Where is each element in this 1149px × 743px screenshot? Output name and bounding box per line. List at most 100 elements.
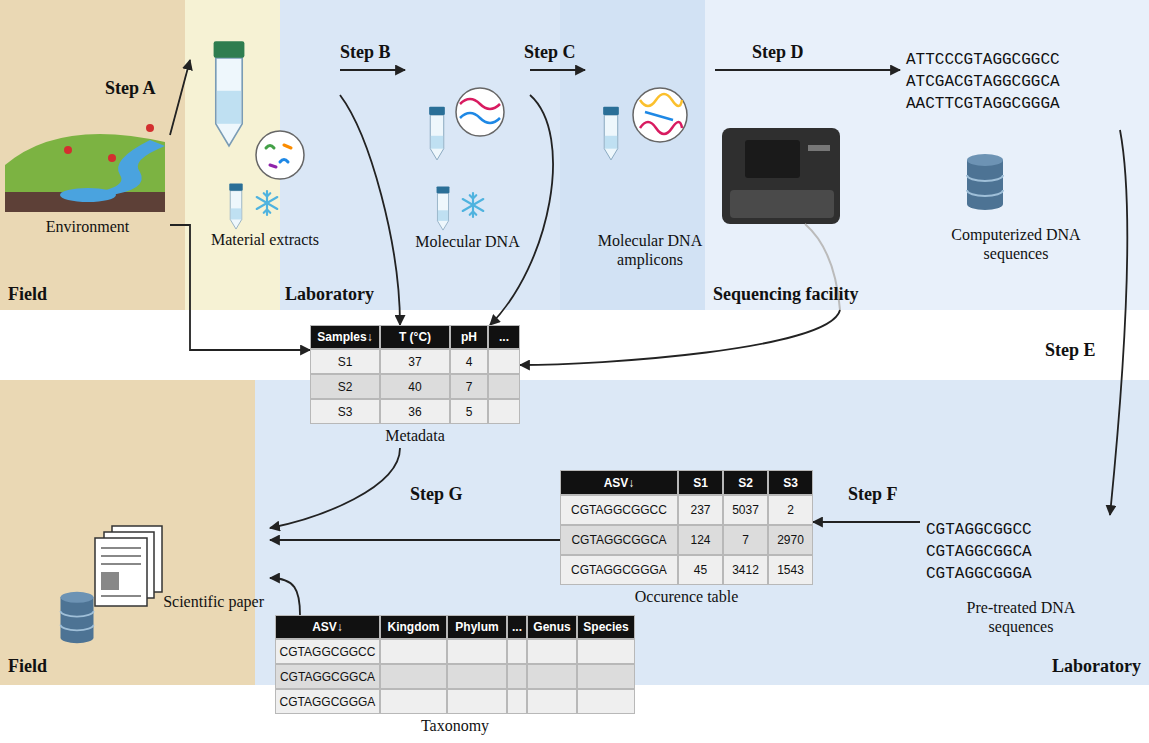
table-header-cell: Kingdom [380, 615, 447, 639]
item-caption: Molecular DNA [415, 232, 519, 251]
cell-value: 7 [466, 380, 473, 394]
flow-arrow [270, 578, 300, 615]
metadata-table: Samples↓T (°C)pH...S1374S2407S3365Metada… [310, 325, 520, 448]
cell-value: 2970 [777, 533, 804, 547]
table-header-cell: ... [507, 615, 527, 639]
dna-sequence: ATCGACGTAGGCGGCA [906, 71, 1060, 93]
flow-arrow [715, 69, 900, 71]
step-label: Step B [340, 42, 391, 63]
cell-value: 1543 [777, 563, 804, 577]
table-cell: CGTAGGCGGGA [275, 689, 380, 714]
table-cell [507, 664, 527, 689]
flow-arrow [530, 69, 585, 71]
table-cell: S3 [310, 399, 380, 424]
item-caption: Pre-treated DNA sequences [941, 598, 1101, 636]
cell-value: 40 [408, 380, 421, 394]
cell-value: 36 [408, 405, 421, 419]
table-cell [488, 374, 520, 399]
table-cell: 40 [380, 374, 450, 399]
dna-sequence: CGTAGGCGGCC [926, 519, 1032, 541]
environment-item: Environment [5, 110, 170, 240]
dna-sequence: CGTAGGCGGGA [926, 563, 1032, 585]
column-heading: Samples↓ [317, 330, 372, 344]
column-heading: ... [499, 330, 509, 344]
region-label: Field [8, 284, 47, 305]
occurrence-table: ASV↓S1S2S3CGTAGGCGGCC23750372CGTAGGCGGCA… [560, 470, 813, 609]
cell-value: CGTAGGCGGCA [280, 670, 375, 684]
table-caption: Metadata [310, 426, 520, 445]
flow-arrow [1110, 130, 1127, 515]
cell-value: 124 [690, 533, 710, 547]
table-header-cell: S3 [768, 470, 813, 495]
column-heading: S3 [783, 476, 798, 490]
dna-sequence: AACTTCGTAGGCGGGA [906, 93, 1060, 115]
table-cell: 3412 [723, 555, 768, 585]
step-label: Step A [105, 78, 156, 99]
table-cell [577, 689, 635, 714]
dna-item: Molecular DNA [405, 55, 530, 255]
table-caption: Taxonomy [275, 716, 635, 735]
cell-value: 3412 [732, 563, 759, 577]
table-header-cell: T (°C) [380, 325, 450, 349]
sequence-set: CGTAGGCGGCCCGTAGGCGGCACGTAGGCGGGA Pre-tre… [920, 515, 1130, 640]
column-heading: ... [512, 620, 522, 634]
table-cell [447, 664, 507, 689]
flow-arrow [813, 521, 920, 523]
flow-arrow [520, 310, 840, 365]
step-label: Step G [410, 484, 463, 505]
table-cell: 37 [380, 349, 450, 374]
column-heading: Species [583, 620, 628, 634]
cell-value: 237 [690, 503, 710, 517]
region-label: Field [8, 656, 47, 677]
table-cell: CGTAGGCGGGA [560, 555, 678, 585]
table-cell [447, 689, 507, 714]
item-caption: Material extracts [211, 230, 319, 249]
table-cell [380, 639, 447, 664]
table-header-cell: ASV↓ [560, 470, 678, 495]
table-cell [488, 349, 520, 374]
table-header-cell: Phylum [447, 615, 507, 639]
table-header-cell: ASV↓ [275, 615, 380, 639]
item-caption: Environment [46, 217, 130, 236]
table-cell: CGTAGGCGGCA [275, 664, 380, 689]
table-header-cell: Samples↓ [310, 325, 380, 349]
cell-value: CGTAGGCGGGA [571, 563, 667, 577]
table-cell: CGTAGGCGGCA [560, 525, 678, 555]
table-cell: S1 [310, 349, 380, 374]
column-heading: S1 [693, 476, 708, 490]
region-label: Laboratory [1052, 656, 1141, 677]
step-label: Step F [848, 484, 898, 505]
table-cell [380, 664, 447, 689]
cell-value: CGTAGGCGGCC [280, 645, 376, 659]
table-header-cell: pH [450, 325, 488, 349]
table-cell: 4 [450, 349, 488, 374]
table-cell: 7 [723, 525, 768, 555]
table-cell: CGTAGGCGGCC [275, 639, 380, 664]
table-cell [577, 664, 635, 689]
table-cell [527, 689, 577, 714]
table-cell [507, 639, 527, 664]
cell-value: S2 [338, 380, 353, 394]
table-header-cell: Species [577, 615, 635, 639]
paper-item: Scientific paper [85, 520, 270, 615]
dna-sequence: CGTAGGCGGCA [926, 541, 1032, 563]
table-cell [380, 689, 447, 714]
cell-value: CGTAGGCGGCC [571, 503, 667, 517]
flow-arrow [270, 539, 560, 541]
column-heading: pH [461, 330, 477, 344]
step-label: Step D [752, 42, 804, 63]
region-label: Sequencing facility [713, 284, 859, 305]
field-region: Field Environment [0, 0, 185, 310]
table-cell [507, 689, 527, 714]
table-caption: Occurence table [560, 587, 813, 606]
laboratory-region: LaboratoryMaterial extractsMolecular DNA… [185, 0, 705, 310]
table-cell: 1543 [768, 555, 813, 585]
table-cell: 7 [450, 374, 488, 399]
table-cell: S2 [310, 374, 380, 399]
field-region: FieldScientific paper [0, 380, 255, 685]
table-cell: CGTAGGCGGCC [560, 495, 678, 525]
sequence-set: ATTCCCGTAGGCGGCCATCGACGTAGGCGGCAAACTTCGT… [900, 45, 1120, 267]
table-cell [488, 399, 520, 424]
flow-arrow [270, 448, 400, 528]
cell-value: 37 [408, 355, 421, 369]
